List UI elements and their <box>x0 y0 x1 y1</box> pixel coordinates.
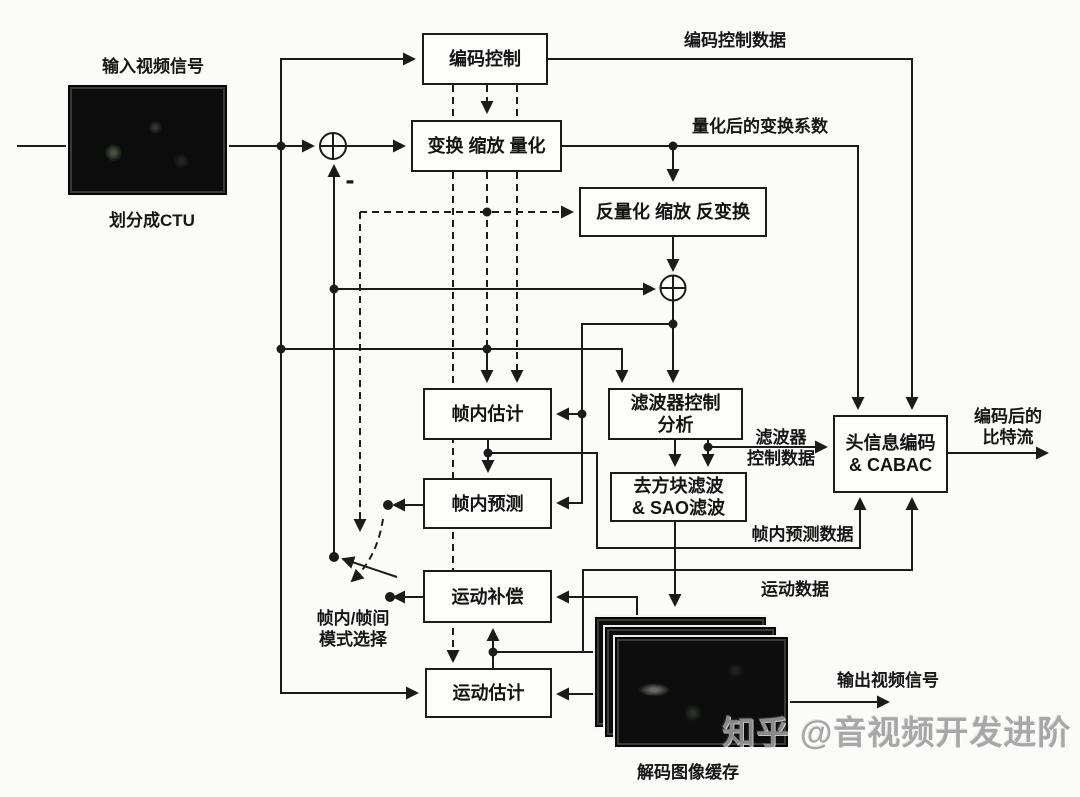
junction-dot <box>668 319 678 329</box>
switch-contact-inter-dot <box>385 592 395 602</box>
label-split-into-ctu: 划分成CTU <box>109 211 195 230</box>
block-header-coding-cabac: 头信息编码 & CABAC <box>833 415 948 493</box>
junction-dot <box>276 141 286 151</box>
junction-dot <box>703 442 713 452</box>
block-filter-control-analysis: 滤波器控制 分析 <box>608 388 743 440</box>
label-decoded-picture-buffer: 解码图像缓存 <box>637 763 739 782</box>
junction-dots <box>276 141 713 657</box>
block-deblocking-sao-filter: 去方块滤波 & SAO滤波 <box>610 472 747 522</box>
wire-quant-coeffs-to-cabac-top <box>562 145 865 410</box>
junction-dot <box>482 207 492 217</box>
wire-input-to-filter-analysis <box>281 348 629 383</box>
block-coder-control: 编码控制 <box>422 33 548 85</box>
subtractor-node <box>319 132 347 160</box>
label-quantized-transform-coeffs: 量化后的变换系数 <box>692 117 828 136</box>
block-transform-scale-quant: 变换 缩放 量化 <box>411 120 562 172</box>
label-coder-control-data: 编码控制数据 <box>684 31 786 50</box>
block-motion-compensation: 运动补偿 <box>423 570 552 623</box>
wire-coder-control-data-to-cabac-top <box>548 58 919 410</box>
label-filter-control-data: 滤波器 控制数据 <box>747 428 815 468</box>
junction-dot <box>577 409 587 419</box>
switch-pole-dot <box>329 552 339 562</box>
summing-nodes <box>319 132 687 302</box>
dpb-frame-front <box>615 637 788 747</box>
label-input-video-signal: 输入视频信号 <box>102 57 204 76</box>
zhihu-watermark: 知乎 @音视频开发进阶 <box>722 714 1072 751</box>
solid-wires <box>17 52 1049 709</box>
block-motion-estimation: 运动估计 <box>425 668 552 718</box>
wire-switch-blade <box>341 556 398 578</box>
label-intra-inter-mode-select: 帧内/帧间 模式选择 <box>316 609 390 649</box>
label-coded-bitstream: 编码后的 比特流 <box>974 407 1042 447</box>
junction-dot <box>276 344 286 354</box>
label-motion-data: 运动数据 <box>761 580 829 599</box>
junction-dot <box>482 344 492 354</box>
block-intra-prediction: 帧内预测 <box>423 478 552 529</box>
junction-dot <box>483 448 493 458</box>
block-inverse-quant-transform: 反量化 缩放 反变换 <box>579 187 767 237</box>
switch-contact-intra-dot <box>383 500 393 510</box>
block-intra-estimation: 帧内估计 <box>423 388 552 440</box>
wire-dpb-to-motion-comp <box>556 590 638 618</box>
junction-dot <box>488 647 498 657</box>
junction-dot <box>329 284 339 294</box>
input-video-frame-image <box>68 85 227 195</box>
label-minus-sign: - <box>345 165 355 195</box>
adder-node <box>659 274 687 302</box>
wire-input-down-to-motion-est <box>280 146 419 700</box>
mode-switch-arc <box>350 518 384 583</box>
wire-intra-pred-data-to-cabac <box>488 452 867 549</box>
junction-dot <box>668 141 678 151</box>
label-output-video-signal: 输出视频信号 <box>837 671 939 690</box>
label-intra-prediction-data: 帧内预测数据 <box>751 525 854 544</box>
wire-input-to-coder-control <box>280 52 416 146</box>
